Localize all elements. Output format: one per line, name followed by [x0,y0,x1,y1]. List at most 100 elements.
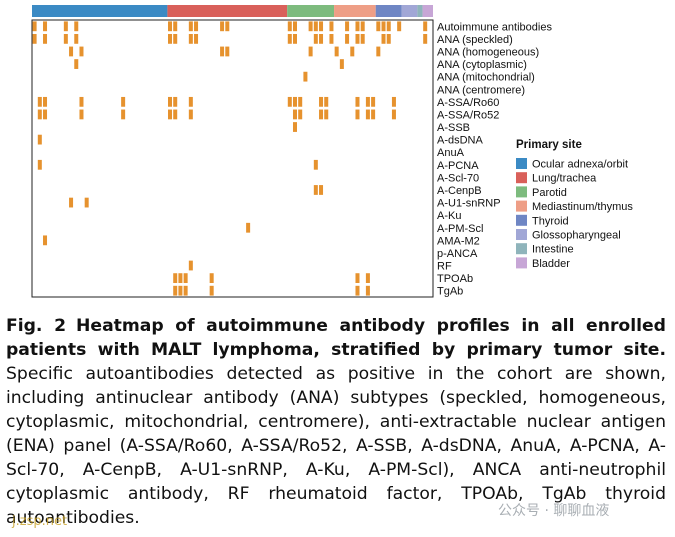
row-label: ANA (speckled) [437,34,513,46]
positive-cell [423,33,428,44]
positive-cell [355,109,360,120]
row-label: A-SSA/Ro52 [437,109,499,121]
legend-swatch [516,257,527,269]
positive-cell [84,197,89,208]
row-label: RF [437,261,452,273]
positive-cell [188,109,193,120]
positive-cell [292,109,297,120]
positive-cell [391,109,396,120]
positive-cell [74,21,79,32]
positive-cell [69,46,74,57]
positive-cell [63,33,68,44]
primary-site-legend: Primary site Ocular adnexa/orbitLung/tra… [516,139,633,270]
positive-cell [168,109,173,120]
site-bar-4 [375,5,402,17]
positive-cell [63,21,68,32]
row-label: Autoimmune antibodies [437,21,552,33]
positive-cell [376,46,381,57]
positive-cell [376,21,381,32]
positive-cell [287,21,292,32]
positive-cell [246,222,251,233]
positive-cell [188,21,193,32]
row-label: A-PM-Scl [437,223,483,235]
positive-cell [79,46,84,57]
positive-cell [313,185,318,195]
positive-cell [360,33,365,44]
positive-cell [79,109,84,120]
positive-cell [32,33,37,44]
positive-cell [339,59,344,69]
positive-cell [308,21,313,32]
legend-swatch [516,200,527,212]
positive-cell [43,33,48,44]
positive-cell [319,96,324,107]
watermark-text: 公众号 · 聊聊血液 [498,503,610,519]
positive-cell [319,109,324,120]
positive-cell [37,134,42,145]
row-label: TgAb [437,286,463,298]
positive-cell [319,21,324,32]
legend-title: Primary site [516,139,582,151]
positive-cell [32,21,37,32]
row-label: ANA (mitochondrial) [437,72,535,84]
row-label: A-Scl-70 [437,172,479,184]
positive-cell [287,33,292,44]
positive-cell [209,273,214,284]
positive-cell [43,109,48,120]
positive-cell [188,260,193,271]
positive-cell [69,197,74,208]
legend-label: Bladder [532,258,570,270]
site-bar-3 [334,5,376,17]
positive-cell [225,21,230,32]
positive-cell [292,33,297,44]
positive-cell [329,33,334,44]
positive-cell [324,96,329,107]
row-label: A-SSB [437,122,470,134]
caption-title: Heatmap of autoimmune antibody profiles … [6,316,666,360]
positive-cell [168,96,173,107]
legend-label: Mediastinum/thymus [532,201,633,213]
row-label: A-CenpB [437,185,482,197]
positive-cell [355,21,360,32]
positive-cell [43,96,48,107]
positive-cell [313,159,318,170]
positive-cell [225,46,230,57]
positive-cell [386,21,391,32]
positive-cell [360,21,365,32]
positive-cell [308,46,313,57]
positive-cell [43,235,48,246]
positive-cell [287,96,292,107]
row-label: TPOAb [437,273,473,285]
positive-cell [194,21,199,32]
legend-swatch [516,243,527,255]
watermark-url: j.zsp.net [12,514,68,529]
positive-cell [178,273,183,284]
row-label: A-Ku [437,210,461,222]
positive-cell [188,96,193,107]
positive-cell [183,285,188,296]
row-label: A-PCNA [437,160,479,172]
positive-cell [220,21,225,32]
site-bar-1 [167,5,288,17]
positive-cell [313,33,318,44]
positive-cell [298,109,303,120]
positive-cell [292,96,297,107]
row-label: ANA (homogeneous) [437,46,539,58]
positive-cell [298,96,303,107]
positive-cell [365,96,370,107]
legend-label: Intestine [532,244,574,256]
legend-label: Thyroid [532,215,569,227]
primary-site-annotation-bar [32,5,433,17]
row-label: A-dsDNA [437,135,484,147]
positive-cell [381,33,386,44]
positive-cell [178,285,183,296]
row-label: ANA (centromere) [437,84,525,96]
positive-cell [345,21,350,32]
positive-cell [365,273,370,284]
positive-cell [37,159,42,170]
positive-cell [37,96,42,107]
positive-cell [292,21,297,32]
positive-cell [168,21,173,32]
heatmap-cells [32,21,428,296]
